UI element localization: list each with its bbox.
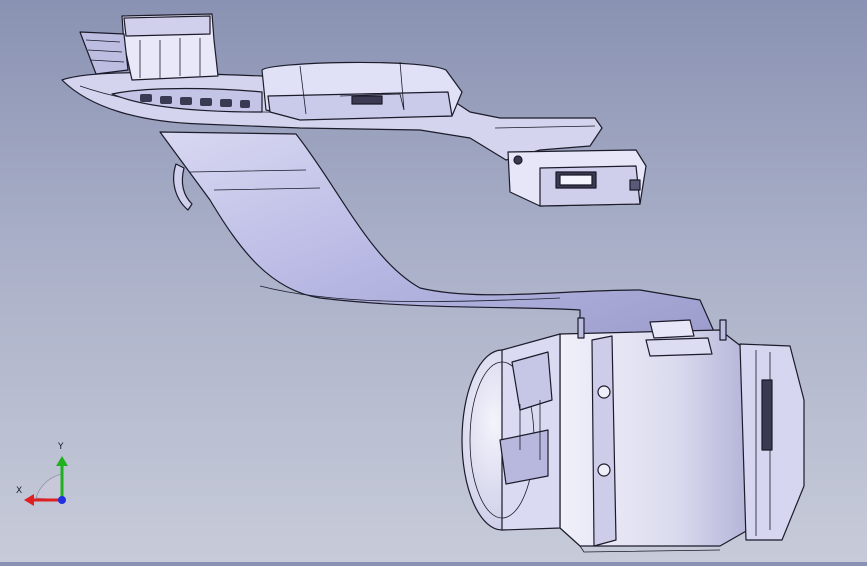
mounting-hook xyxy=(173,163,193,211)
top-connector-block xyxy=(79,13,219,81)
retractor-assembly xyxy=(461,317,805,553)
slotted-rail xyxy=(111,87,263,113)
z-axis-dot xyxy=(58,496,66,504)
central-housing xyxy=(261,61,463,121)
axis-triad xyxy=(24,456,68,506)
right-end-connector xyxy=(507,149,647,207)
x-axis-label: X xyxy=(16,486,23,496)
belt-webbing xyxy=(159,131,717,341)
y-axis-label: Y xyxy=(58,442,64,452)
